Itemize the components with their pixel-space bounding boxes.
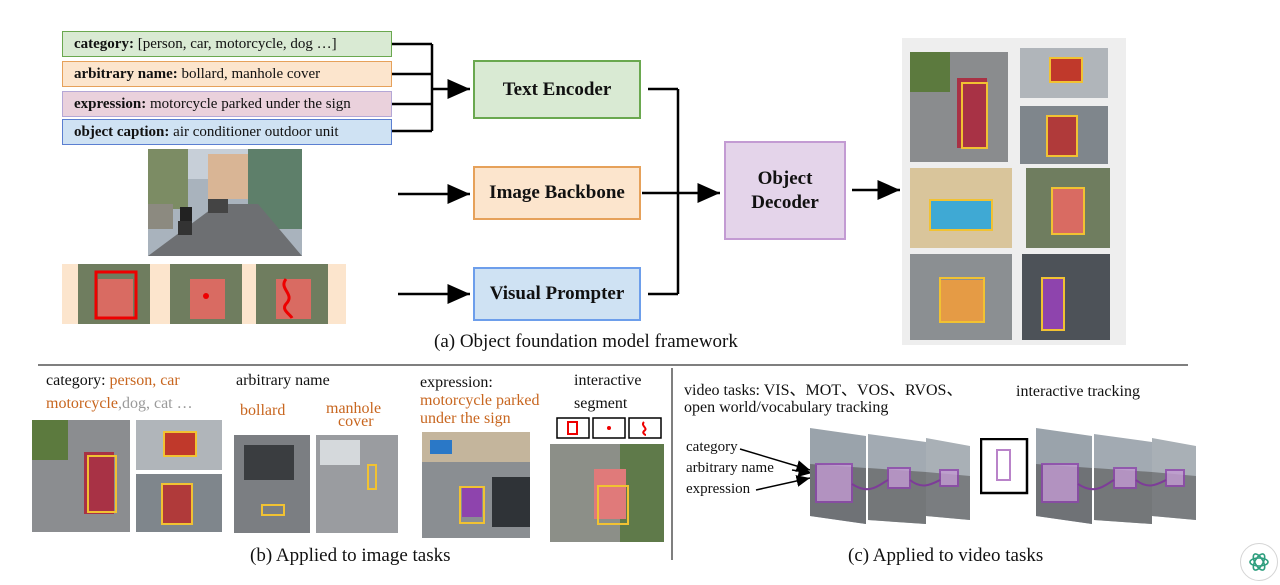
- visual-prompt-strip: [62, 264, 346, 324]
- b-segment-label: segment: [574, 395, 628, 412]
- b-interactive-label: interactive: [574, 372, 642, 389]
- c-video-tasks-line1: video tasks: VIS、MOT、VOS、RVOS、: [684, 382, 963, 399]
- b-expression-line2: under the sign: [420, 410, 511, 427]
- b-expression-label: expression:: [420, 374, 493, 391]
- c-video-frames-right: [1036, 428, 1196, 524]
- b-cover-label: cover: [338, 413, 374, 430]
- image-backbone-block: Image Backbone: [473, 166, 641, 220]
- b-expression-image: [422, 432, 530, 538]
- assistant-logo-icon[interactable]: [1240, 543, 1278, 581]
- b-category-text-line2: motorcycle,dog, cat …: [46, 395, 193, 412]
- input-category: category: [person, car, motorcycle, dog …: [62, 31, 392, 57]
- b-arbitrary-name-label: arbitrary name: [236, 372, 330, 389]
- object-decoder-block: Object Decoder: [724, 141, 846, 240]
- b-interactive-image: [550, 444, 664, 542]
- caption-a: (a) Object foundation model framework: [434, 331, 738, 352]
- b-expression-line1: motorcycle parked: [420, 392, 540, 409]
- caption-b: (b) Applied to image tasks: [250, 545, 451, 566]
- b-category-images: [32, 420, 222, 532]
- input-street-image: [148, 149, 302, 256]
- b-bollard-label: bollard: [240, 402, 286, 419]
- visual-prompter-block: Visual Prompter: [473, 267, 641, 321]
- c-interactive-tracking-label: interactive tracking: [1016, 383, 1140, 400]
- b-arbitrary-name-images: [234, 435, 398, 533]
- text-encoder-block: Text Encoder: [473, 60, 641, 119]
- input-object-caption: object caption: air conditioner outdoor …: [62, 119, 392, 145]
- caption-c: (c) Applied to video tasks: [848, 545, 1044, 566]
- c-interactive-prompt-box: [980, 438, 1029, 495]
- input-expression: expression: motorcycle parked under the …: [62, 91, 392, 117]
- b-manhole-label: manhole: [326, 400, 382, 417]
- c-video-frames-left: [810, 428, 970, 524]
- b-category-text: category: person, car: [46, 372, 180, 389]
- c-label-category: category: [686, 439, 738, 455]
- c-video-tasks-line2: open world/vocabulary tracking: [684, 399, 889, 416]
- output-results-panel: [902, 38, 1126, 345]
- input-arbitrary-name: arbitrary name: bollard, manhole cover: [62, 61, 392, 87]
- interactive-prompt-icons: [556, 417, 662, 439]
- c-label-arbitrary-name: arbitrary name: [686, 460, 774, 476]
- c-label-expression: expression: [686, 481, 751, 497]
